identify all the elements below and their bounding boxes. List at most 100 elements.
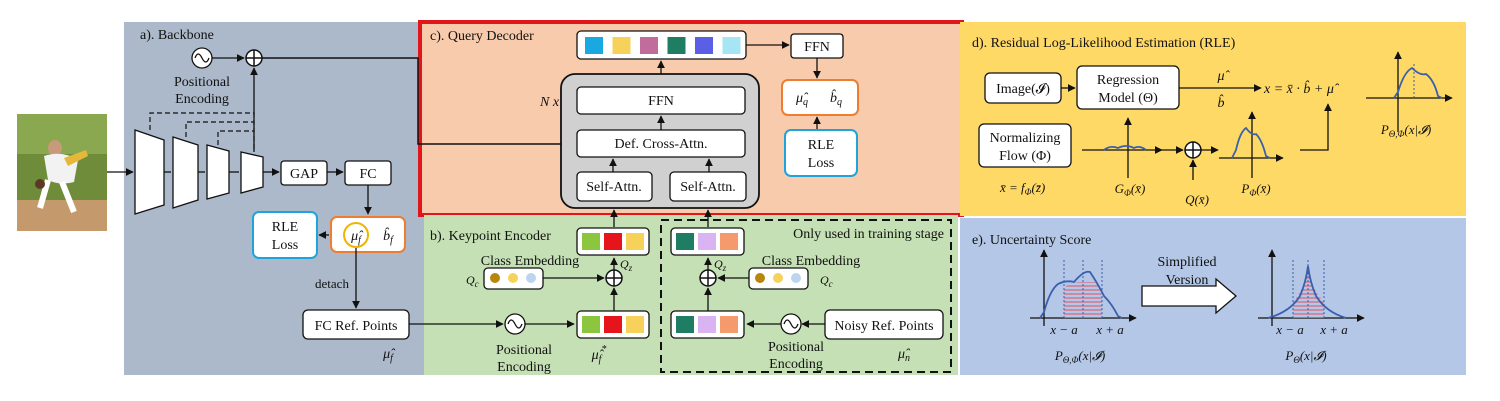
- qz-right: Qz: [714, 257, 727, 273]
- x-bar-eq: x̄ = fΦ(z̄): [999, 180, 1045, 197]
- self-attn-left-box: [576, 171, 653, 202]
- backbone-pos-enc-label-1: Positional: [174, 75, 230, 90]
- encoded-left-cell-1: [582, 233, 600, 250]
- ref-right-cell-2: [698, 316, 716, 333]
- backbone-positional-encoding-icon: [191, 47, 213, 69]
- ref-left-cell-1: [582, 316, 600, 333]
- backbone-stage-2: [172, 136, 199, 209]
- decoder-title: c). Query Decoder: [430, 29, 534, 44]
- g-phi-plot: [1082, 117, 1163, 178]
- rle-add-icon: [1184, 141, 1202, 159]
- gap-box: [280, 160, 328, 186]
- rle-panel: [960, 22, 1466, 216]
- encoded-left-cells: [582, 233, 644, 250]
- query-cell-5: [695, 37, 713, 54]
- class-dots-left: [490, 273, 536, 283]
- p-theta-phi-plot: [1366, 51, 1453, 132]
- flow-label-2: Flow (Φ): [999, 149, 1051, 164]
- class-dot-right-3: [791, 273, 801, 283]
- fc-label: FC: [359, 167, 376, 182]
- query-cell-1: [585, 37, 603, 54]
- decoder-ffn-box: [576, 86, 746, 115]
- decoder-b-q: b̂q: [830, 89, 842, 108]
- query-cell-3: [640, 37, 658, 54]
- backbone-stage-4: [240, 151, 264, 194]
- mu-f-star: μ̂f*: [591, 344, 607, 365]
- backbone-stage-3: [206, 144, 230, 200]
- encoder-positional-encoding-left-icon: [504, 313, 526, 335]
- encoded-right-cell-1: [676, 233, 694, 250]
- decoder-ffn-label: FFN: [648, 94, 674, 109]
- backbone-rle-loss-box: [252, 211, 318, 259]
- decoder-rle-loss-1: RLE: [808, 138, 834, 153]
- rle-formula: x = x̄ · b̂ + μ̂: [1263, 80, 1340, 97]
- ref-left-cell-2: [604, 316, 622, 333]
- right-x-minus-a: x − a: [1275, 322, 1304, 337]
- uncertainty-title: e). Uncertainty Score: [972, 233, 1091, 248]
- cross-attn-box: [576, 129, 746, 158]
- backbone-b-f: b̂f: [383, 227, 394, 246]
- backbone-stage-1: [134, 129, 165, 215]
- encoded-right-cell-3: [720, 233, 738, 250]
- query-cell-2: [612, 37, 631, 54]
- flow-box: [978, 123, 1072, 168]
- ref-right-cells: [676, 316, 738, 333]
- encoder-add-left-icon: [605, 269, 623, 287]
- ref-left-cell-3: [626, 316, 644, 333]
- training-only-region: [660, 219, 952, 373]
- uncertainty-left-plot: [1030, 249, 1137, 326]
- rle-title: d). Residual Log-Likelihood Estimation (…: [972, 36, 1236, 51]
- encoder-positional-encoding-right-icon: [780, 313, 802, 335]
- image-label: Image(𝓘): [996, 82, 1050, 97]
- query-cells: [585, 37, 741, 54]
- qc-right: Qc: [820, 273, 833, 289]
- backbone-pos-enc-label-2: Encoding: [175, 92, 229, 107]
- encoded-left-cell-3: [626, 233, 644, 250]
- class-embedding-right-label: Class Embedding: [762, 254, 860, 269]
- decoder-rle-loss-box: [784, 129, 858, 177]
- q-xbar-label: Q(x̄): [1185, 192, 1209, 207]
- class-dot-left-2: [508, 273, 518, 283]
- encoded-right-cells: [676, 233, 738, 250]
- encoder-title: b). Keypoint Encoder: [430, 229, 551, 244]
- decoder-rle-loss-2: Loss: [808, 156, 834, 171]
- mu-f-highlight: [343, 222, 369, 248]
- input-image: [17, 114, 107, 231]
- class-dot-left-3: [526, 273, 536, 283]
- self-attn-right-box: [669, 171, 747, 202]
- simplified-arrow-icon: [1141, 277, 1238, 315]
- ref-right-cell-1: [676, 316, 694, 333]
- self-attn-left-label: Self-Attn.: [586, 180, 642, 195]
- flow-label-1: Normalizing: [990, 131, 1061, 146]
- decoder-output-box: [781, 79, 859, 116]
- gap-label: GAP: [290, 167, 318, 182]
- encoded-left-cell-2: [604, 233, 622, 250]
- backbone-rle-loss-1: RLE: [272, 220, 298, 235]
- class-dot-left-1: [490, 273, 500, 283]
- p-theta-phi-label: PΘ,Φ(x|𝓘): [1380, 122, 1431, 139]
- encoded-right-cell-2: [698, 233, 716, 250]
- noisy-ref-points-label: Noisy Ref. Points: [834, 319, 933, 334]
- class-dot-right-2: [773, 273, 783, 283]
- ffn-out-label: FFN: [804, 40, 830, 55]
- decoder-n-times: N x: [539, 95, 560, 110]
- query-cell-4: [667, 37, 686, 54]
- backbone-add-icon: [245, 49, 263, 67]
- qc-left: Qc: [466, 273, 479, 289]
- backbone-rle-loss-2: Loss: [272, 238, 298, 253]
- class-dots-right: [755, 273, 801, 283]
- encoder-add-right-icon: [699, 269, 717, 287]
- backbone-title: a). Backbone: [140, 28, 214, 43]
- pos-enc-left-2: Encoding: [497, 360, 551, 375]
- regression-label-1: Regression: [1097, 73, 1159, 88]
- simplified-label-2: Version: [1166, 273, 1209, 288]
- left-x-plus-a: x + a: [1095, 322, 1124, 337]
- p-phi-plot: [1219, 111, 1284, 178]
- uncertainty-right-plot: [1258, 249, 1365, 326]
- fc-ref-points-label: FC Ref. Points: [315, 319, 398, 334]
- detach-label: detach: [315, 276, 349, 291]
- self-attn-right-label: Self-Attn.: [680, 180, 736, 195]
- simplified-label-1: Simplified: [1157, 255, 1216, 270]
- class-dot-right-1: [755, 273, 765, 283]
